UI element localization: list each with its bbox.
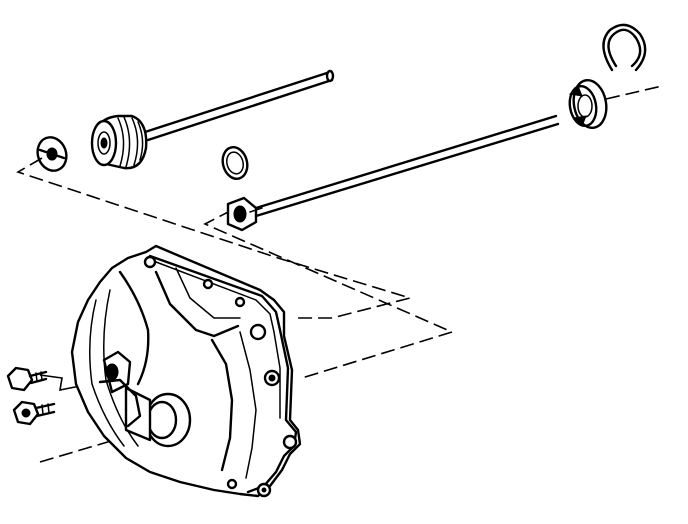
servo-cup [568,79,608,129]
retaining-ring [36,136,68,172]
snap-ring-middle [221,146,249,180]
large-snap-ring [602,23,647,72]
leader-rod-group [203,209,455,379]
transmission-case [70,244,302,498]
leader-piston-group [16,157,413,319]
bolt-upper [6,366,48,392]
piston-assembly [90,69,335,170]
bolt-lower [12,400,56,426]
nut-and-long-rod [226,114,560,232]
leader-snap-ring [605,85,663,100]
